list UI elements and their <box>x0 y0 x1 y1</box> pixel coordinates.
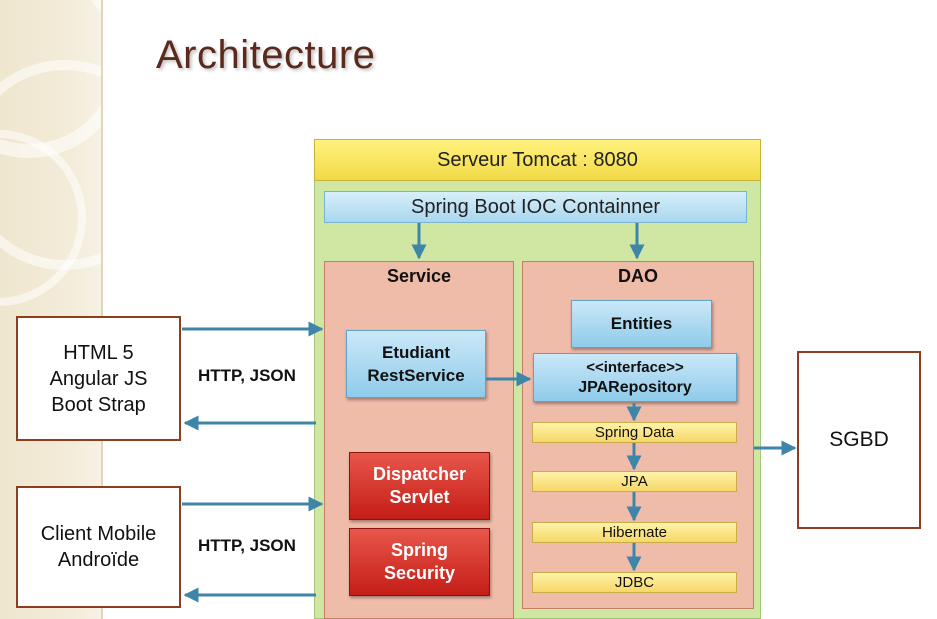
dispatcher-line2: Servlet <box>389 487 450 507</box>
layer-hibernate: Hibernate <box>532 522 737 543</box>
rest-service-line1: Etudiant <box>382 343 450 362</box>
layer-spring-data: Spring Data <box>532 422 737 443</box>
mobile-client-line1: Client Mobile <box>40 523 157 545</box>
mobile-client-line2: Androïde <box>57 549 140 571</box>
repository-name: JPARepository <box>578 378 692 396</box>
spring-security: Spring Security <box>349 528 490 596</box>
repository-stereotype: <<interface>> <box>586 358 684 376</box>
web-protocol-label: HTTP, JSON <box>198 366 296 385</box>
layer-jpa: JPA <box>532 471 737 492</box>
service-title: Service <box>386 265 452 286</box>
etudiant-rest-service: Etudiant RestService <box>346 330 486 398</box>
web-client-line1: HTML 5 <box>63 341 134 364</box>
dispatcher-line1: Dispatcher <box>372 464 467 484</box>
dispatcher-servlet: Dispatcher Servlet <box>349 452 490 520</box>
web-client-line2: Angular JS <box>49 367 148 390</box>
database-box: SGBD <box>797 351 921 529</box>
jpa-repository: <<interface>> JPARepository <box>533 353 737 402</box>
mobile-protocol-label: HTTP, JSON <box>198 536 296 555</box>
security-line2: Security <box>383 563 456 583</box>
slide-title: Architecture <box>156 33 376 77</box>
web-client-box: HTML 5 Angular JS Boot Strap <box>16 316 181 441</box>
web-client-line3: Boot Strap <box>51 393 146 416</box>
rest-service-line2: RestService <box>367 366 465 385</box>
entities-box: Entities <box>571 300 712 348</box>
layer-jdbc: JDBC <box>532 572 737 593</box>
mobile-client-box: Client Mobile Androïde <box>16 486 181 608</box>
ioc-container: Spring Boot IOC Containner <box>324 191 747 223</box>
security-line1: Spring <box>391 540 448 560</box>
dao-title: DAO <box>618 265 658 286</box>
tomcat-header: Serveur Tomcat : 8080 <box>314 139 761 181</box>
